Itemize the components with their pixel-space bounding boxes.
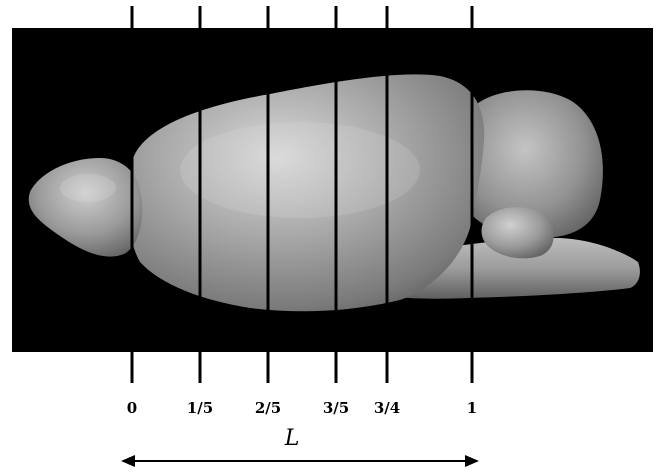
length-label: L [284, 426, 300, 451]
length-arrow-right-head [465, 455, 479, 467]
length-arrow-left-head [121, 455, 135, 467]
length-arrow [121, 455, 479, 467]
section-label: 3/4 [374, 399, 400, 417]
section-label: 0 [127, 399, 137, 417]
section-label: 2/5 [255, 399, 281, 417]
section-label: 3/5 [323, 399, 349, 417]
bulb-highlight [60, 174, 116, 202]
cortex-highlight [180, 122, 420, 218]
section-label: 1/5 [187, 399, 213, 417]
section-label: 1 [467, 399, 477, 417]
